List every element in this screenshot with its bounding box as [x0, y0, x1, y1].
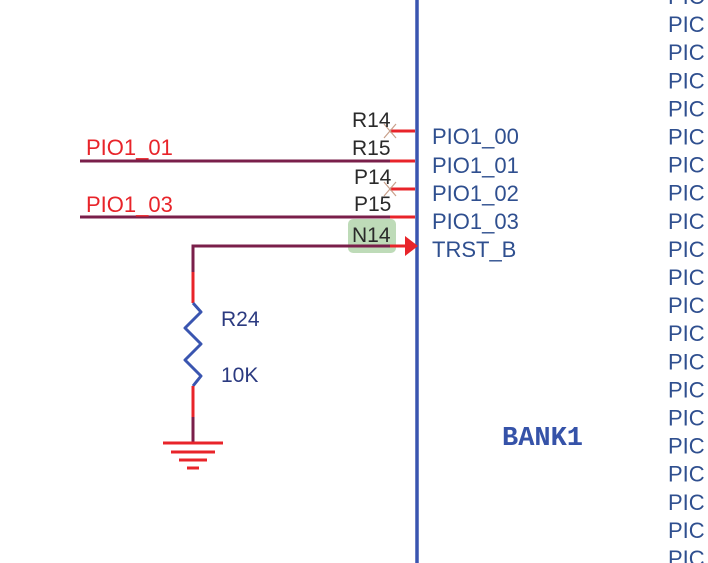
pin-N14[interactable]: N14 TRST_B — [352, 224, 516, 262]
right-pin-label: PIC — [668, 546, 705, 563]
net-label-pio1-03[interactable]: PIO1_03 — [86, 192, 173, 217]
right-pin-label: PIC — [668, 518, 705, 543]
pin-name: PIO1_00 — [432, 124, 519, 149]
right-pin-label: PIC — [668, 181, 705, 206]
right-pin-label: PIC — [668, 265, 705, 290]
pin-number: P15 — [354, 193, 391, 216]
right-pin-label: PIC — [668, 96, 705, 121]
pin-P14[interactable]: P14 PIO1_02 — [354, 166, 519, 206]
right-pin-label: PIC — [668, 153, 705, 178]
ground-icon — [163, 417, 223, 470]
pin-name: TRST_B — [432, 237, 516, 262]
pin-number: R15 — [352, 137, 391, 160]
right-pin-label: PIC — [668, 490, 705, 515]
right-pin-label: PIC — [668, 321, 705, 346]
pin-P15[interactable]: P15 PIO1_03 — [354, 193, 519, 234]
pin-name: PIO1_02 — [432, 181, 519, 206]
right-pin-label: PIC — [668, 462, 705, 487]
pin-R15[interactable]: R15 PIO1_01 — [352, 137, 519, 178]
right-pin-label: PIC — [668, 209, 705, 234]
right-pin-column: PIC PIC PIC PIC PIC PIC PIC PIC PIC PIC PIC PIC PIC P… — [668, 0, 705, 563]
resistor-R24[interactable]: R24 10K — [183, 272, 260, 418]
pin-name: PIO1_01 — [432, 153, 519, 178]
resistor-value: 10K — [221, 364, 258, 387]
net-wire-trst[interactable] — [191, 244, 390, 273]
pin-number: R14 — [352, 109, 391, 132]
right-pin-label: PIC — [668, 377, 705, 402]
resistor-icon — [183, 302, 203, 387]
right-pin-label: PIC — [668, 40, 705, 65]
pin-name: PIO1_03 — [432, 209, 519, 234]
pin-number: N14 — [352, 224, 391, 247]
net-label-pio1-01[interactable]: PIO1_01 — [86, 135, 173, 160]
pin-number: P14 — [354, 166, 392, 189]
resistor-ref: R24 — [221, 308, 260, 331]
right-pin-label: PIC — [668, 237, 705, 262]
right-pin-label: PIC — [668, 0, 705, 9]
bank-label: BANK1 — [502, 424, 583, 454]
pin-R14[interactable]: R14 PIO1_00 — [352, 109, 519, 149]
right-pin-label: PIC — [668, 434, 705, 459]
right-pin-label: PIC — [668, 68, 705, 93]
input-arrow-icon — [405, 236, 418, 256]
right-pin-label: PIC — [668, 406, 705, 431]
right-pin-label: PIC — [668, 125, 705, 150]
right-pin-label: PIC — [668, 12, 705, 37]
right-pin-label: PIC — [668, 349, 705, 374]
right-pin-label: PIC — [668, 293, 705, 318]
